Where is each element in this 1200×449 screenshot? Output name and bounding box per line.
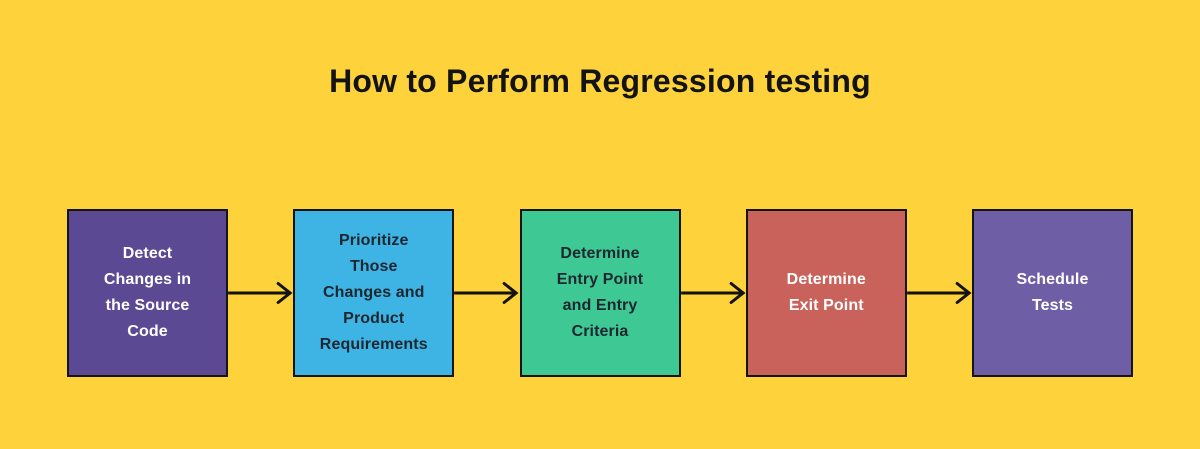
flow-step-determine-exit-point: Determine Exit Point (745, 209, 907, 377)
flow-step-prioritize-changes: Prioritize Those Changes and Product Req… (293, 209, 455, 377)
flow-step-label: Schedule Tests (1016, 271, 1089, 314)
flow-step-label: Detect Changes in the Source Code (103, 245, 192, 340)
flow-step-label: Determine Exit Point (786, 271, 866, 314)
page-title: How to Perform Regression testing (329, 63, 871, 99)
flow-step-label: Determine Entry Point and Entry Criteria (556, 245, 644, 340)
arrow-right-icon (454, 282, 519, 304)
flow-step-detect-changes: Detect Changes in the Source Code (67, 209, 228, 377)
flow-connector (906, 209, 972, 377)
flowchart: Detect Changes in the Source Code Priori… (67, 209, 1133, 377)
arrow-right-icon (680, 282, 746, 304)
flow-connector (454, 209, 519, 377)
flow-step-schedule-tests: Schedule Tests (972, 209, 1133, 377)
flow-step-label: Prioritize Those Changes and Product Req… (319, 232, 428, 353)
flow-connector (228, 209, 293, 377)
arrow-right-icon (228, 282, 293, 304)
flow-connector (680, 209, 746, 377)
flow-step-determine-entry-point: Determine Entry Point and Entry Criteria (519, 209, 681, 377)
arrow-right-icon (906, 282, 972, 304)
